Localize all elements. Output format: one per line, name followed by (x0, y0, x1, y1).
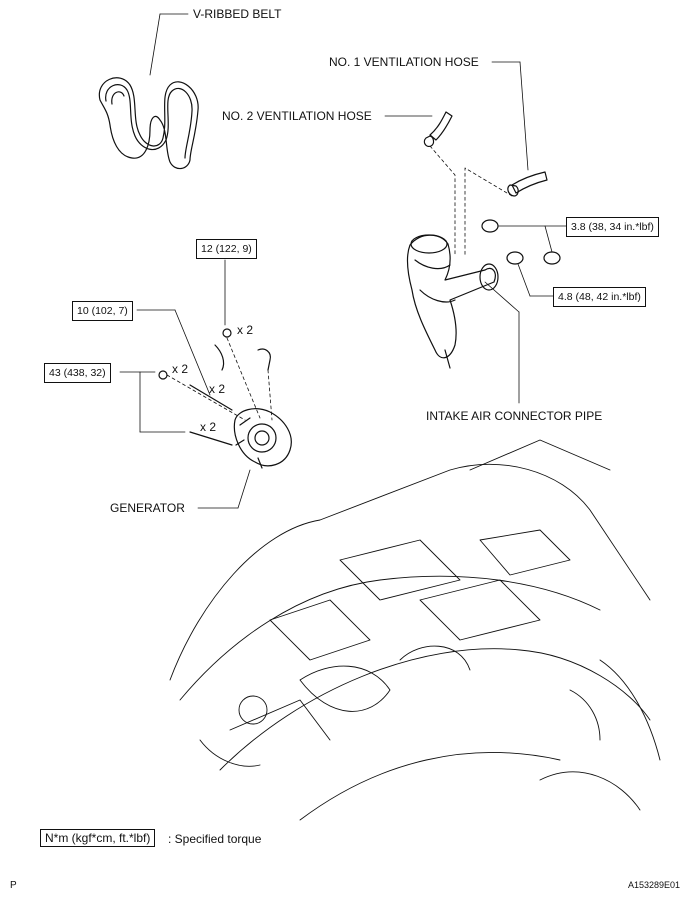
no2-ventilation-hose-drawing (423, 111, 453, 147)
footer-page-mark: P (10, 880, 17, 891)
torque-4-8: 4.8 (48, 42 in.*lbf) (553, 287, 646, 307)
qty-marker: x 2 (209, 382, 226, 396)
label-generator: GENERATOR (110, 501, 185, 515)
qty-marker: x 2 (237, 323, 254, 337)
torque-3-8: 3.8 (38, 34 in.*lbf) (566, 217, 659, 237)
label-intake-air-connector-pipe: INTAKE AIR CONNECTOR PIPE (426, 409, 603, 423)
generator-bolts (158, 328, 271, 446)
label-v-ribbed-belt: V-RIBBED BELT (193, 7, 282, 21)
qty-marker: x 2 (172, 362, 189, 376)
hose-clamps (481, 219, 561, 265)
label-no1-ventilation-hose: NO. 1 VENTILATION HOSE (329, 55, 479, 69)
torque-12: 12 (122, 9) (196, 239, 257, 259)
intake-air-connector-pipe-drawing (406, 234, 499, 369)
v-ribbed-belt-drawing (98, 77, 199, 170)
legend-unit-box: N*m (kgf*cm, ft.*lbf) (40, 829, 156, 847)
torque-43: 43 (438, 32) (44, 363, 111, 383)
footer-figure-id: A153289E01 (628, 880, 681, 890)
qty-marker: x 2 (200, 420, 217, 434)
torque-10: 10 (102, 7) (72, 301, 133, 321)
legend-description: : Specified torque (168, 832, 262, 846)
generator-drawing (233, 408, 292, 469)
label-no2-ventilation-hose: NO. 2 VENTILATION HOSE (222, 109, 372, 123)
no1-ventilation-hose-drawing (507, 171, 548, 197)
vehicle-engine-bay-drawing (169, 439, 661, 821)
